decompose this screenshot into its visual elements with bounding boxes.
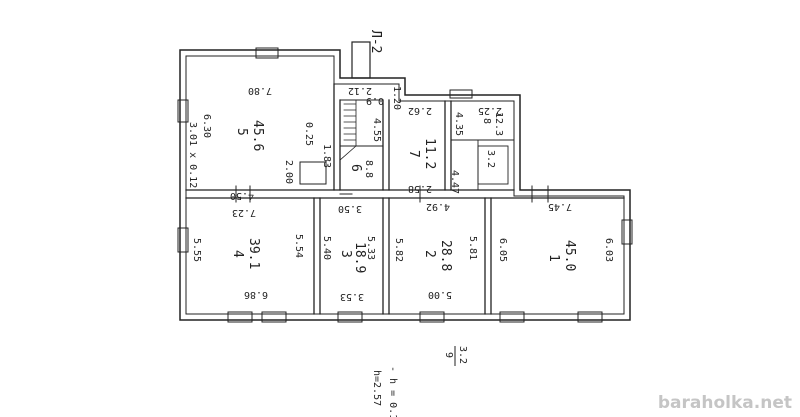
door-openings <box>235 185 549 203</box>
fraction-bottom: 3.2 <box>457 346 468 364</box>
room-8-area: 12.3 <box>493 112 504 136</box>
room-3-top: 3.50 <box>338 203 362 214</box>
room-8-left: 4.35 <box>453 112 464 136</box>
room-8-number: 8 <box>481 118 492 124</box>
fraction-top: 9 <box>443 352 454 358</box>
partition-3-2 <box>382 197 390 315</box>
stair-side-dim: 1.20 <box>391 86 402 110</box>
room-5-right: 2.00 <box>283 160 294 184</box>
stair-top-dim: 2.12 <box>348 85 372 96</box>
small-dim-b: 1.83 <box>321 144 332 168</box>
height-note-1: h=2.57 <box>371 370 382 406</box>
room-7-bottom: 2.58 <box>408 183 432 194</box>
room-7-top: 2.62 <box>408 105 432 116</box>
room-1-left: 6.05 <box>497 238 508 262</box>
room-7-area: 11.2 <box>422 138 437 169</box>
vent-shaft <box>351 41 371 79</box>
partition-4-3 <box>313 197 321 315</box>
room-3-bottom: 3.53 <box>340 291 364 302</box>
built-in-cabinet <box>299 161 327 185</box>
stair-mid-dim: 0.9 <box>366 95 384 106</box>
room-2-area: 28.8 <box>438 240 453 271</box>
wc-area: 3.2 <box>485 150 496 168</box>
room-2-right: 5.81 <box>467 236 478 260</box>
room-2-left: 5.82 <box>393 238 404 262</box>
room-5-top: 7.80 <box>248 85 272 96</box>
partition-7-8 <box>444 100 452 191</box>
room-7-number: 7 <box>406 150 421 158</box>
room-4-area: 39.1 <box>246 238 261 269</box>
partition-2-1 <box>484 197 492 315</box>
room-3-left: 5.40 <box>321 236 332 260</box>
outer-wall-inner <box>185 55 625 315</box>
outer-wall <box>179 49 631 321</box>
partition-6-7 <box>382 99 390 191</box>
room-3-number: 3 <box>338 250 353 258</box>
room-2-number: 2 <box>422 250 437 258</box>
room-4-left: 5.55 <box>191 238 202 262</box>
room-4-bottom: 6.86 <box>244 289 268 300</box>
room-1-right: 6.03 <box>603 238 614 262</box>
stairs <box>339 99 357 161</box>
niche-dim: 3.01 x 0.12 <box>187 122 198 188</box>
middle-wall <box>185 189 625 199</box>
partition-5-6 <box>333 83 341 191</box>
room-6-area: 8.8 <box>363 160 374 178</box>
room-5-area: 45.6 <box>250 120 265 151</box>
room-5-number: 5 <box>234 128 249 136</box>
room-4-number: 4 <box>230 250 245 258</box>
watermark: baraholka.net <box>658 393 792 413</box>
room-7-right: 4.47 <box>449 170 460 194</box>
room-2-bottom: 5.00 <box>428 289 452 300</box>
room-4-top: 7.23 <box>232 207 256 218</box>
room-5-left: 6.30 <box>201 114 212 138</box>
room-3-right: 5.33 <box>365 236 376 260</box>
small-dim-a: 0.25 <box>303 122 314 146</box>
stair-landing <box>339 99 384 147</box>
room-6-number: 6 <box>348 164 363 172</box>
room-5-bottom: 4.50 <box>230 190 254 201</box>
room-6-right: 4.55 <box>371 118 382 142</box>
room-1-number: 1 <box>546 254 561 262</box>
room-3-area: 18.9 <box>352 242 367 273</box>
room-2-top: 4.92 <box>426 201 450 212</box>
room-8-top: 2.25 <box>478 105 502 116</box>
windows <box>177 47 633 323</box>
wc-partition <box>450 139 515 191</box>
height-note-2: - h = 0.19 <box>387 366 398 417</box>
room-1-area: 45.0 <box>562 240 577 271</box>
watermark-text: baraholka.net <box>657 393 792 413</box>
room-4-right: 5.54 <box>293 234 304 258</box>
section-mark: Л-2 <box>368 30 383 53</box>
room-1-top: 7.45 <box>548 201 572 212</box>
